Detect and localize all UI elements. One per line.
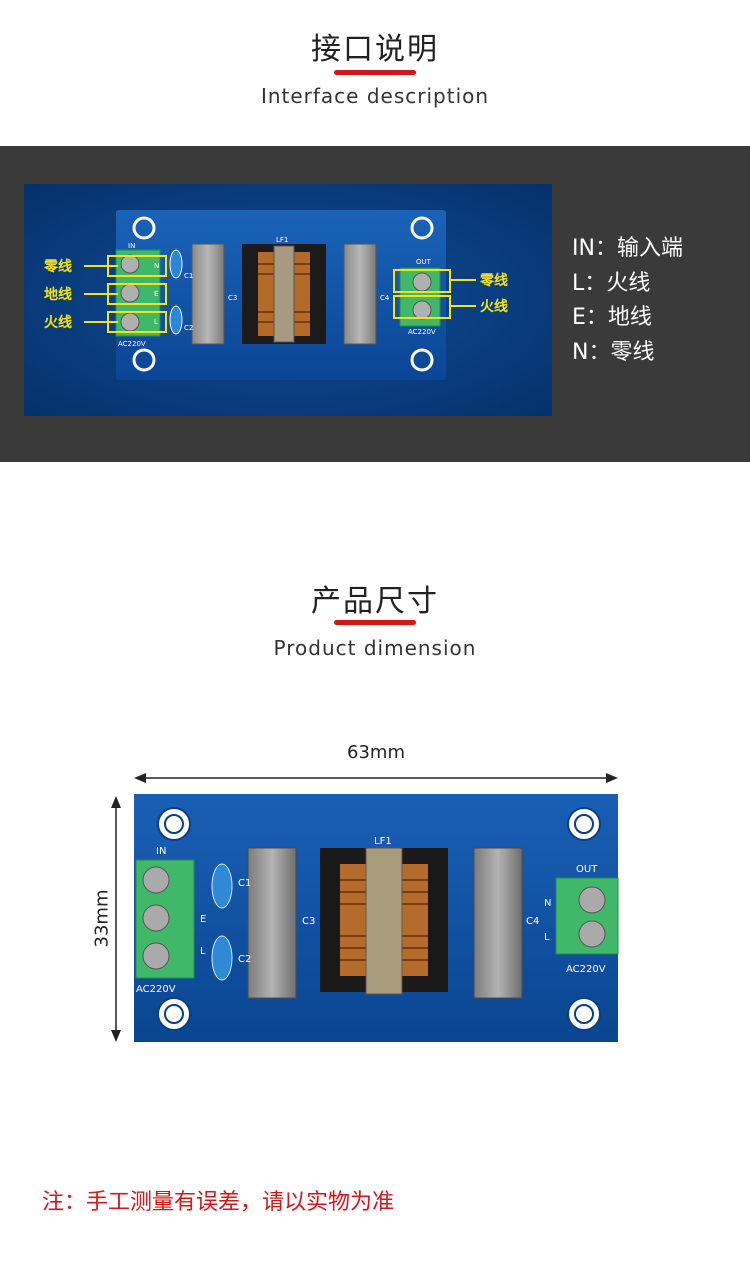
- product-label-n-out: N: [544, 898, 551, 909]
- interface-board-photo: IN OUT AC220V AC220V LF1 C1 C2 C3 C4 N E…: [24, 184, 552, 416]
- product-label-c4: C4: [526, 916, 539, 927]
- board-label-out: OUT: [416, 258, 432, 266]
- board-label-in: IN: [128, 242, 135, 250]
- height-dimension-arrow: [111, 796, 121, 1042]
- interface-title-cn: 接口说明: [311, 32, 439, 67]
- dimension-title-en: Product dimension: [273, 636, 477, 660]
- width-dimension-arrow: [134, 773, 618, 783]
- dimension-title-cn: 产品尺寸: [311, 584, 439, 619]
- interface-title-underline: [334, 70, 416, 75]
- board-label-ac-in: AC220V: [118, 340, 146, 348]
- legend-item-e: E：地线: [572, 305, 652, 330]
- dimension-board-photo: IN OUT AC220V AC220V LF1 C1 C2 C3 C4 E L…: [134, 794, 620, 1044]
- board-label-c1: C1: [184, 272, 193, 280]
- width-dimension-label: 63mm: [347, 742, 405, 763]
- interface-legend: IN：输入端 L：火线 E：地线 N：零线: [572, 232, 683, 370]
- dimension-title-underline: [334, 620, 416, 625]
- board-label-c3: C3: [228, 294, 237, 302]
- legend-item-n: N：零线: [572, 339, 655, 365]
- product-label-e: E: [200, 914, 206, 925]
- product-label-l-out: L: [544, 932, 550, 943]
- board-label-c4: C4: [380, 294, 390, 302]
- product-label-out: OUT: [576, 864, 598, 875]
- board-label-n: N: [154, 262, 159, 270]
- callout-earth-in: 地线: [44, 286, 72, 303]
- product-label-c2: C2: [238, 954, 251, 965]
- product-label-ac-in: AC220V: [136, 984, 176, 995]
- interface-title-en: Interface description: [260, 84, 490, 108]
- board-label-e: E: [154, 290, 158, 298]
- product-label-c1: C1: [238, 878, 251, 889]
- legend-item-in: IN：输入端: [572, 236, 683, 261]
- callout-live-in: 火线: [44, 314, 72, 331]
- product-label-in: IN: [156, 846, 166, 857]
- board-label-ac-out: AC220V: [408, 328, 436, 336]
- legend-item-l: L：火线: [572, 270, 651, 296]
- product-label-lf1: LF1: [374, 836, 392, 847]
- measurement-note: 注：手工测量有误差，请以实物为准: [42, 1190, 395, 1215]
- callout-live-out: 火线: [480, 298, 508, 315]
- board-label-c2: C2: [184, 324, 193, 332]
- callout-neutral-in: 零线: [43, 258, 72, 275]
- callout-neutral-out: 零线: [479, 272, 508, 289]
- product-label-ac-out: AC220V: [566, 964, 606, 975]
- board-label-lf1: LF1: [276, 236, 288, 244]
- product-label-l: L: [200, 946, 206, 957]
- board-label-l: L: [154, 318, 158, 326]
- product-label-c3: C3: [302, 916, 315, 927]
